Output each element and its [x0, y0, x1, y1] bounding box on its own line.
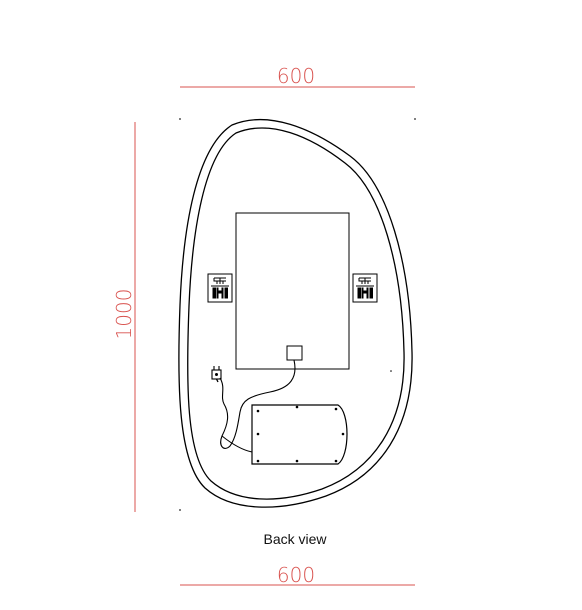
corner-marks: [179, 118, 416, 511]
marker-dot: [390, 370, 392, 372]
plug-icon: [211, 366, 222, 383]
mirror-inner-outline: [187, 127, 405, 500]
hanging-bracket-icon: [352, 273, 378, 303]
height-dimension: 1000: [112, 122, 136, 512]
bottom-width-label: 600: [277, 563, 315, 587]
bottom-width-dimension: 600: [180, 563, 415, 587]
hanging-bracket-icon: [207, 273, 233, 303]
mirror-outer-outline: [178, 118, 413, 508]
top-width-dimension: 600: [180, 64, 415, 88]
driver-box: [251, 404, 348, 465]
power-cable: [219, 359, 296, 449]
top-width-label: 600: [277, 64, 315, 88]
power-cable-coil: [221, 435, 253, 453]
height-label: 1000: [112, 289, 136, 340]
view-caption: Back view: [263, 531, 327, 547]
junction-box: [286, 345, 303, 361]
rear-panel: [235, 212, 350, 370]
driver-box-screws: [256, 405, 345, 463]
